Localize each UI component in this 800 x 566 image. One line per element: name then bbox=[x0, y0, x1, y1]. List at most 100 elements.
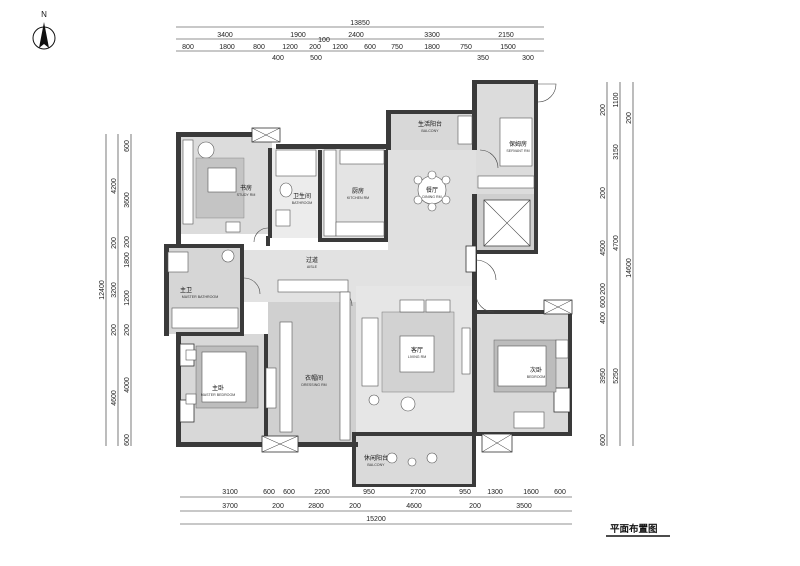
room-label: 休闲阳台 bbox=[364, 454, 388, 462]
furniture bbox=[167, 115, 569, 467]
dim-label: 350 bbox=[477, 55, 489, 62]
room-label-en: LIVING RM bbox=[408, 355, 426, 359]
doors bbox=[243, 83, 557, 313]
dim-label: 200 bbox=[111, 237, 118, 249]
dim-label: 200 bbox=[309, 44, 321, 51]
dim-label: 200 bbox=[600, 187, 607, 199]
dim-label: 1300 bbox=[487, 489, 503, 496]
room-label-en: BATHROOM bbox=[292, 201, 313, 205]
right-total-dim: 14600 bbox=[626, 258, 633, 278]
dim-label: 800 bbox=[253, 44, 265, 51]
dim-label: 400 bbox=[600, 312, 607, 324]
dim-label: 3600 bbox=[124, 192, 131, 208]
dim-label: 2800 bbox=[308, 503, 324, 510]
room-kitchen: 厨房 KITCHEN RM bbox=[347, 187, 369, 200]
room-labels: 书房 STUDY RM 卫生间 BATHROOM 厨房 KITCHEN RM 生… bbox=[180, 120, 545, 467]
dim-label: 600 bbox=[283, 489, 295, 496]
dim-label: 1900 bbox=[290, 32, 306, 39]
dim-label: 2200 bbox=[314, 489, 330, 496]
left-total-dim: 12400 bbox=[99, 280, 106, 300]
room-label-en: MASTER BATHROOM bbox=[182, 295, 218, 299]
dim-label: 600 bbox=[364, 44, 376, 51]
left-dimensions: 12400 4200 200 3200 200 4600 600 3600 20… bbox=[99, 134, 132, 446]
dim-label: 3700 bbox=[222, 503, 238, 510]
room-second-bed: 次卧 BEDROOM bbox=[527, 366, 546, 379]
dim-label: 1200 bbox=[124, 290, 131, 306]
dim-label: 200 bbox=[349, 503, 361, 510]
room-label: 保姆房 bbox=[509, 140, 527, 148]
dim-label: 200 bbox=[272, 503, 284, 510]
room-nanny: 保姆房 SERVANT RM bbox=[506, 140, 529, 153]
room-study: 书房 STUDY RM bbox=[237, 184, 256, 197]
dim-label: 2700 bbox=[410, 489, 426, 496]
room-label: 书房 bbox=[240, 184, 252, 192]
room-label: 衣帽间 bbox=[305, 374, 323, 382]
dim-label: 1800 bbox=[124, 252, 131, 268]
right-dimensions: 1100 3150 4700 5250 14600 200 200 4500 2… bbox=[600, 82, 634, 446]
plan-title: 平面布置图 bbox=[610, 523, 658, 535]
dim-label: 4500 bbox=[600, 240, 607, 256]
dim-label: 5250 bbox=[613, 368, 620, 384]
room-master-bath: 主卫 MASTER BATHROOM bbox=[180, 286, 218, 299]
room-label: 餐厅 bbox=[426, 186, 438, 194]
dim-label: 2150 bbox=[498, 32, 514, 39]
dim-label: 1800 bbox=[424, 44, 440, 51]
room-label: 生活阳台 bbox=[418, 120, 442, 128]
dim-label: 750 bbox=[391, 44, 403, 51]
dim-label: 1100 bbox=[613, 92, 620, 107]
dim-label: 3400 bbox=[217, 32, 233, 39]
room-label-en: AISLE bbox=[307, 265, 318, 269]
room-label-en: BEDROOM bbox=[527, 375, 546, 379]
north-label: N bbox=[41, 10, 47, 19]
dim-label: 1600 bbox=[523, 489, 539, 496]
dim-label: 200 bbox=[111, 324, 118, 336]
room-label: 过道 bbox=[306, 256, 318, 264]
dim-label: 300 bbox=[522, 55, 534, 62]
room-label: 客厅 bbox=[411, 346, 423, 354]
room-label-en: BALCONY bbox=[367, 463, 385, 467]
room-service-balcony: 生活阳台 BALCONY bbox=[418, 120, 442, 133]
dim-label: 3100 bbox=[222, 489, 238, 496]
dim-label: 4000 bbox=[124, 377, 131, 393]
dim-label: 1500 bbox=[500, 44, 516, 51]
room-living: 客厅 LIVING RM bbox=[408, 346, 426, 359]
north-arrow-icon: N bbox=[32, 10, 56, 50]
room-dressing: 衣帽间 DRESSING RM bbox=[301, 374, 326, 387]
bottom-dimensions: 3100 600 600 2200 950 2700 950 1300 1600… bbox=[180, 489, 572, 525]
room-label: 主卫 bbox=[180, 286, 192, 294]
dim-label: 400 bbox=[272, 55, 284, 62]
room-label-en: MASTER BEDROOM bbox=[201, 393, 236, 397]
dim-label: 200 bbox=[600, 104, 607, 116]
dim-label: 950 bbox=[363, 489, 375, 496]
windows bbox=[179, 127, 573, 453]
room-aisle: 过道 AISLE bbox=[306, 256, 318, 269]
room-label: 次卧 bbox=[530, 366, 542, 374]
dim-label: 950 bbox=[459, 489, 471, 496]
room-leisure-balcony: 休闲阳台 BALCONY bbox=[364, 454, 388, 467]
dim-label: 3300 bbox=[424, 32, 440, 39]
dim-label: 600 bbox=[600, 296, 607, 308]
dim-label: 1800 bbox=[219, 44, 235, 51]
dim-label: 600 bbox=[600, 434, 607, 446]
dim-label: 100 bbox=[318, 37, 330, 44]
dim-label: 600 bbox=[554, 489, 566, 496]
room-label-en: BALCONY bbox=[421, 129, 439, 133]
room-label-en: DRESSING RM bbox=[301, 383, 326, 387]
dim-label: 600 bbox=[124, 140, 131, 152]
dim-label: 2400 bbox=[348, 32, 364, 39]
room-label-en: DINING RM bbox=[422, 195, 441, 199]
dim-label: 3950 bbox=[600, 368, 607, 384]
dim-label: 750 bbox=[460, 44, 472, 51]
dim-label: 3500 bbox=[516, 503, 532, 510]
dim-label: 1200 bbox=[282, 44, 298, 51]
room-label: 主卧 bbox=[212, 384, 224, 392]
dim-label: 3200 bbox=[111, 282, 118, 298]
room-label: 卫生间 bbox=[293, 192, 311, 200]
dim-label: 1200 bbox=[332, 44, 348, 51]
room-label-en: SERVANT RM bbox=[506, 149, 529, 153]
dim-label: 200 bbox=[469, 503, 481, 510]
room-bathroom: 卫生间 BATHROOM bbox=[292, 192, 313, 205]
room-master-bed: 主卧 MASTER BEDROOM bbox=[201, 384, 236, 397]
dim-label: 200 bbox=[626, 112, 633, 124]
